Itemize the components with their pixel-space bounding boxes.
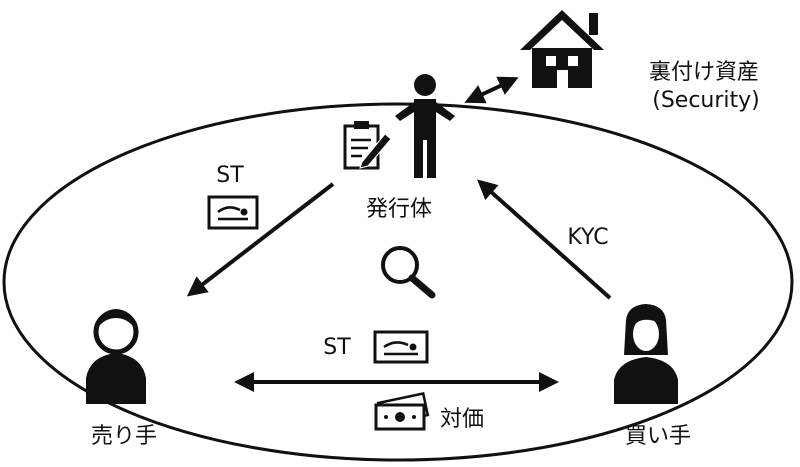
kyc-arrow <box>477 179 612 300</box>
woman-avatar-icon <box>614 304 678 404</box>
man-avatar-icon <box>86 309 146 404</box>
issuer-label: 発行体 <box>366 197 432 222</box>
market-ellipse <box>2 102 794 462</box>
token-certificate-icon <box>207 195 259 230</box>
house-icon <box>520 10 604 88</box>
consideration-label: 対価 <box>440 407 484 432</box>
st-issue-arrow <box>186 182 335 297</box>
token-certificate-icon <box>373 330 429 364</box>
asset-label-line2: (Security) <box>652 88 760 113</box>
asset-link-arrow <box>464 76 519 104</box>
person-icon <box>395 74 455 178</box>
asset-label-line1: 裏付け資産 <box>649 60 759 85</box>
st-top-label: ST <box>216 163 244 188</box>
st-mid-label: ST <box>323 335 351 360</box>
magnifier-icon <box>381 246 436 299</box>
cash-icon <box>374 391 430 431</box>
document-pen-icon <box>343 121 392 170</box>
kyc-label: KYC <box>567 225 608 250</box>
buyer-label: 買い手 <box>625 424 691 449</box>
seller-label: 売り手 <box>91 424 157 449</box>
